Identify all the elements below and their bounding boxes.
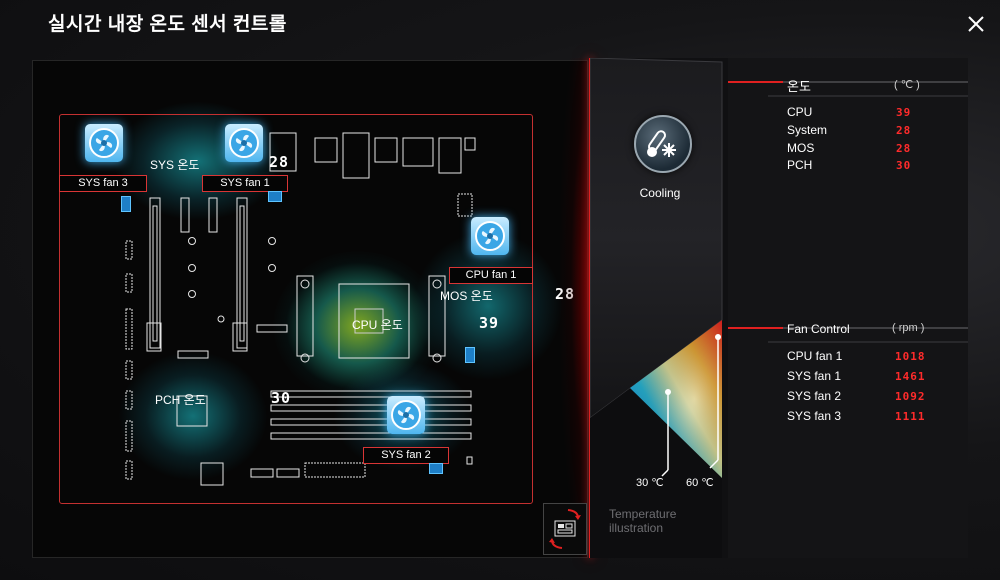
mos-sensor-label: MOS 온도 [440,289,493,303]
readings-panel: 온도 ( ℃ ) CPU 39 System 28 MOS 28 PCH 30 … [728,58,968,558]
fan-row-value: 1111 [895,410,926,423]
temperature-unit: ( ℃ ) [894,79,920,91]
scale-high-label: 60 ℃ [686,477,714,489]
temperature-illustration-caption: Temperature illustration [609,507,699,535]
thermometer-snowflake-icon [647,130,676,157]
fan-row-label: SYS fan 3 [787,409,842,423]
temp-row-value: 39 [896,106,912,119]
board-view-toggle-button[interactable] [543,503,587,555]
board-outline [59,114,533,504]
scale-low-label: 30 ℃ [636,477,664,489]
panel-decor [728,81,968,343]
fan-row-label: CPU fan 1 [787,349,843,363]
mos-sensor-reading: 39 [479,314,500,332]
temperature-illustration [590,58,730,558]
window-title: 실시간 내장 온도 센서 컨트롤 [48,14,287,35]
cooling-button[interactable] [634,115,692,173]
sys-fan-1-label: SYS fan 1 [202,175,288,192]
motherboard-swap-icon [549,509,581,549]
temp-row-label: CPU [787,105,813,119]
temp-row-value: 28 [896,142,912,155]
temp-row-value: 30 [896,159,912,172]
fan-icon [89,128,119,158]
fan-row-label: SYS fan 2 [787,389,842,403]
sys-fan-3-icon[interactable] [85,124,123,162]
sys-fan-1-header [268,191,282,202]
sys-fan-2-header [429,463,443,474]
cpu-fan-1-icon[interactable] [471,217,509,255]
sys-fan-2-label: SYS fan 2 [363,447,449,464]
temp-row-label: MOS [787,141,815,155]
temp-row-label: PCH [787,158,813,172]
sys-fan-2-icon[interactable] [387,396,425,434]
close-icon [968,16,984,32]
temp-row-label: System [787,123,828,137]
cpu-fan-1-label: CPU fan 1 [449,267,533,284]
fan-row-value: 1092 [895,390,926,403]
pch-sensor-reading: 30 [271,389,292,407]
cpu-sensor-label: CPU 온도 [352,318,403,332]
fan-icon [229,128,259,158]
sys-sensor-label: SYS 온도 [150,158,200,172]
fan-icon [475,221,505,251]
sys-fan-3-header [121,196,131,212]
sys-fan-3-label: SYS fan 3 [59,175,147,192]
fan-icon [391,400,421,430]
cpu-fan-1-header [465,347,475,363]
fan-row-value: 1018 [895,350,926,363]
caption-line-1: Temperature [609,507,677,521]
temperature-section-title: 온도 [787,79,811,94]
caption-line-2: illustration [609,521,664,535]
fan-row-value: 1461 [895,370,926,383]
temp-row-value: 28 [896,124,912,137]
fan-control-unit: ( rpm ) [892,322,925,334]
sys-sensor-reading: 28 [269,153,290,171]
fan-row-label: SYS fan 1 [787,369,842,383]
sys-fan-1-icon[interactable] [225,124,263,162]
close-button[interactable] [962,10,990,38]
fan-control-section-title: Fan Control [787,322,850,336]
cooling-label: Cooling [639,186,681,200]
pch-sensor-label: PCH 온도 [155,393,206,407]
motherboard-panel: SYS fan 3 SYS fan 1 CPU fan 1 SYS fan 2 … [32,60,588,558]
board-components [125,132,476,486]
